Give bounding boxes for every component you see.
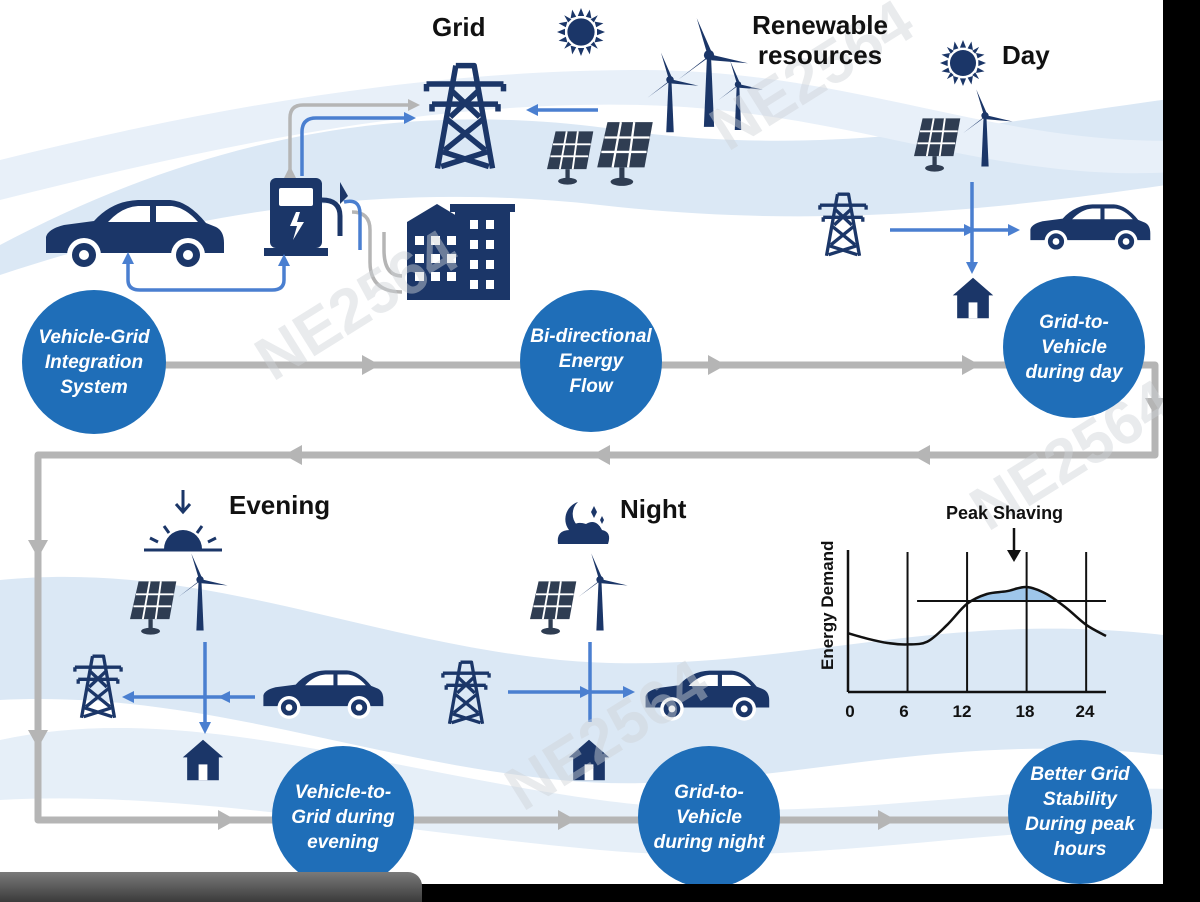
chart-title: Peak Shaving bbox=[946, 503, 1064, 523]
building-icon bbox=[407, 204, 515, 300]
chart-x-tick: 0 bbox=[845, 702, 855, 721]
charging-station-icon bbox=[264, 178, 348, 256]
chart-x-tick: 6 bbox=[899, 702, 909, 721]
sunset-icon bbox=[144, 490, 222, 552]
house-icon bbox=[952, 277, 994, 319]
circle-text-line: Bi-directional bbox=[530, 325, 652, 347]
circle-text: Vehicle-Grid Integration System bbox=[32, 325, 155, 400]
circle-text-line: During peak bbox=[1025, 814, 1135, 835]
car-icon bbox=[1030, 204, 1151, 253]
chart-x-tick: 24 bbox=[1075, 702, 1095, 721]
screen-edge bbox=[1163, 0, 1200, 902]
day-flow-arrows bbox=[890, 182, 1010, 262]
grid-label: Grid bbox=[432, 12, 486, 42]
circle-text: Bi-directional Energy Flow bbox=[524, 324, 657, 399]
step-bidirectional-energy-flow: Bi-directional Energy Flow bbox=[520, 290, 662, 432]
demand-curve-line bbox=[847, 585, 1107, 646]
flow-arrowheads bbox=[28, 355, 1165, 830]
step-vehicle-grid-integration: Vehicle-Grid Integration System bbox=[22, 290, 166, 434]
circle-text-line: Better Grid bbox=[1030, 764, 1130, 785]
chart-x-tick: 18 bbox=[1015, 702, 1035, 721]
moon-cloud-icon bbox=[557, 502, 610, 544]
night-flow-arrows bbox=[508, 642, 625, 722]
circle-text-line: Integration bbox=[44, 351, 144, 373]
circle-text: Better Grid Stability During peak hours bbox=[1019, 762, 1141, 862]
circle-text-line: Energy bbox=[558, 350, 624, 372]
renewable-label-line: resources bbox=[757, 40, 883, 70]
circle-text-line: Grid-to- bbox=[674, 781, 744, 803]
wave-bottom-1 bbox=[0, 576, 1200, 784]
circle-text-line: Flow bbox=[569, 375, 613, 397]
evening-flow-arrows bbox=[132, 642, 255, 722]
circle-text-line: during night bbox=[653, 831, 765, 853]
circle-text-line: hours bbox=[1053, 839, 1107, 860]
chart-y-axis-label: Energy Demand bbox=[818, 540, 837, 670]
circle-text-line: Stability bbox=[1043, 789, 1117, 810]
circle-text-line: System bbox=[60, 376, 128, 398]
circle-text-line: Vehicle-to- bbox=[294, 781, 392, 803]
circle-text-line: Grid-to- bbox=[1039, 311, 1109, 333]
peak-shaving-chart bbox=[846, 528, 1107, 694]
circle-text: Grid-to- Vehicle during day bbox=[1019, 310, 1128, 385]
wave-top-2 bbox=[0, 70, 1200, 200]
circle-text-line: Vehicle bbox=[676, 806, 742, 828]
circle-text-line: Vehicle-Grid bbox=[38, 326, 150, 348]
circle-text: Vehicle-to- Grid during evening bbox=[285, 780, 400, 855]
circle-text: Grid-to- Vehicle during night bbox=[648, 780, 771, 855]
evening-label: Evening bbox=[229, 490, 331, 520]
step-grid-to-vehicle-night: Grid-to- Vehicle during night bbox=[638, 746, 780, 888]
peak-pointer-arrowhead bbox=[1007, 550, 1021, 562]
step-vehicle-to-grid-evening: Vehicle-to- Grid during evening bbox=[272, 746, 414, 888]
sun-icon bbox=[557, 8, 605, 56]
energy-flow-arrows bbox=[126, 103, 598, 294]
circle-text-line: Vehicle bbox=[1041, 336, 1107, 358]
circle-text-line: evening bbox=[307, 831, 379, 853]
peak-shaved-area bbox=[848, 586, 1106, 601]
renewable-resources-label: Renewable resources bbox=[745, 10, 895, 70]
step-better-grid-stability: Better Grid Stability During peak hours bbox=[1008, 740, 1152, 884]
step-grid-to-vehicle-day: Grid-to- Vehicle during day bbox=[1003, 276, 1145, 418]
circle-text-line: during day bbox=[1025, 361, 1123, 383]
wind-turbine-icon bbox=[578, 553, 628, 631]
sun-icon bbox=[940, 40, 986, 86]
solar-panel-icon bbox=[530, 581, 576, 634]
overlay-bar bbox=[0, 872, 422, 902]
circle-text-line: Grid during bbox=[291, 806, 395, 828]
renewable-label-line: Renewable bbox=[752, 10, 888, 40]
chart-x-tick: 12 bbox=[952, 702, 972, 721]
day-label: Day bbox=[1002, 40, 1050, 70]
night-label: Night bbox=[620, 494, 687, 524]
